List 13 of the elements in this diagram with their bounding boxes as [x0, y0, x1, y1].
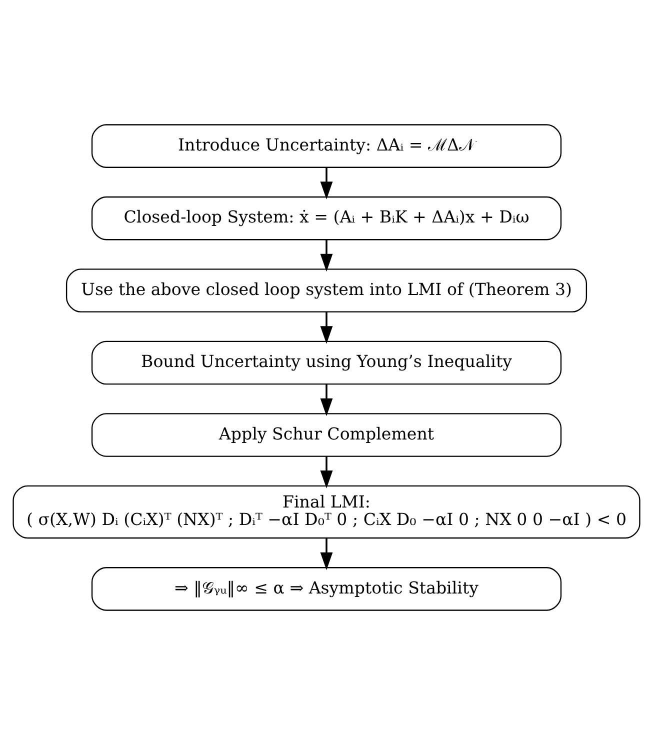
node-box: Introduce Uncertainty: ΔAᵢ = ℳΔ𝒩	[91, 124, 562, 168]
arrow	[320, 240, 333, 272]
arrow	[320, 456, 333, 488]
arrow	[320, 384, 333, 416]
arrow	[320, 167, 333, 200]
arrow	[320, 312, 333, 344]
node-box: Use the above closed loop system into LMI of (Theorem 3)	[66, 268, 588, 312]
node-box: Bound Uncertainty using Young’s Inequality	[91, 340, 562, 385]
node-box: Apply Schur Complement	[91, 413, 562, 457]
arrow	[320, 538, 333, 570]
node-box: Final LMI: ( σ(X,W) Dᵢ (CᵢX)ᵀ (NX)ᵀ ; Dᵢᵀ −αI D₀ᵀ 0 ; CᵢX D₀ −αI 0 ; NX 0 0 −αI ) < 0	[12, 485, 640, 539]
node-box: ⇒ ‖𝒢ᵧᵤ‖∞ ≤ α ⇒ Asymptotic Stability	[91, 567, 562, 611]
node-box: Closed-loop System: ẋ = (Aᵢ + BᵢK + ΔAᵢ)x + Dᵢω	[91, 196, 562, 240]
